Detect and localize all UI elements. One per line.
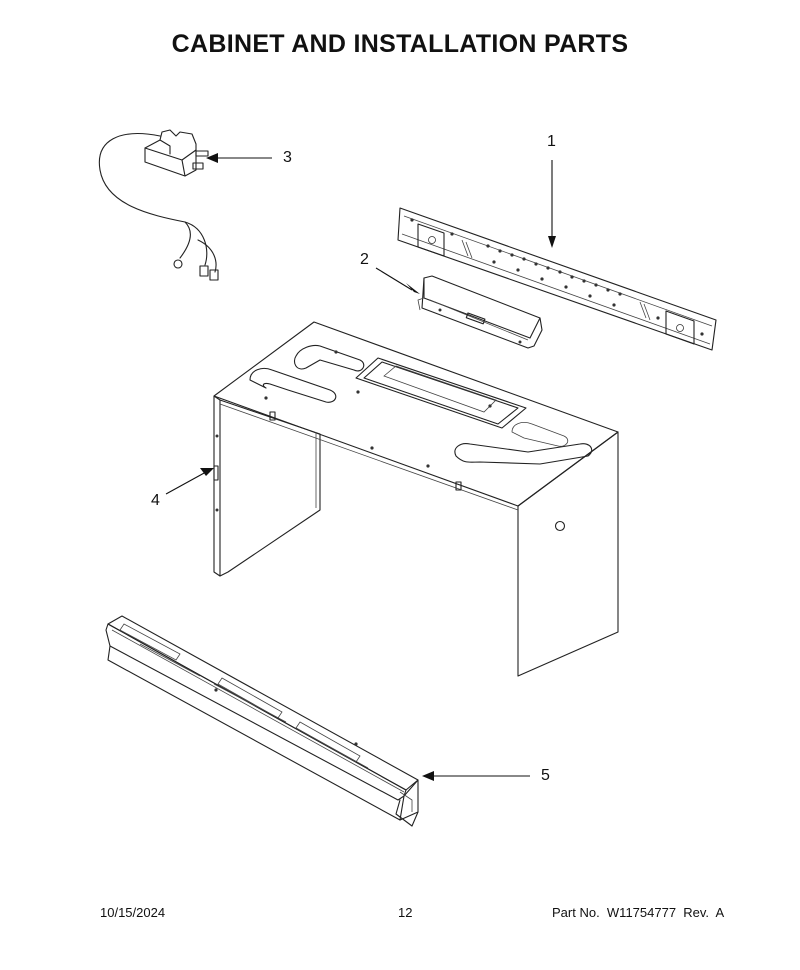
footer-page-number: 12 (398, 905, 413, 920)
footer-part-number: Part No. W11754777 Rev. A (552, 905, 725, 920)
callout-arrow-1 (548, 160, 556, 248)
page-title: CABINET AND INSTALLATION PARTS (171, 30, 629, 58)
callout-label-3: 3 (283, 149, 292, 166)
callout-label-4: 4 (151, 492, 160, 509)
top-bracket-part-2 (417, 275, 543, 349)
power-cord-part-3 (98, 129, 219, 281)
front-rail-part-5 (105, 615, 419, 827)
footer-date: 10/15/2024 (100, 905, 166, 920)
mounting-plate-holes (410, 218, 704, 336)
mounting-plate-part-1 (397, 207, 717, 351)
callout-arrow-3 (206, 153, 272, 163)
callout-label-1: 1 (547, 133, 556, 150)
callout-arrow-5 (422, 771, 530, 781)
callout-label-2: 2 (360, 251, 369, 268)
cabinet-wrapper-part-4 (213, 321, 619, 677)
callout-arrow-2 (375, 267, 420, 294)
callout-label-5: 5 (541, 767, 550, 784)
callout-arrow-4 (165, 468, 214, 495)
